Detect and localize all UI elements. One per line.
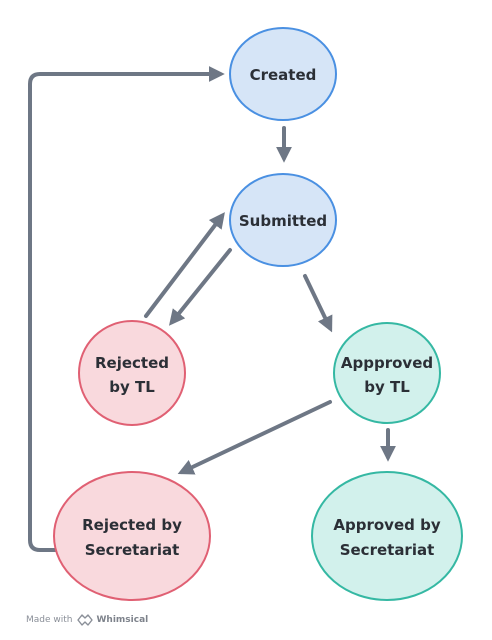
whimsical-brand-text: Whimsical bbox=[96, 615, 149, 625]
node-rejected-by-tl-label-line1: Rejected bbox=[95, 354, 169, 372]
node-submitted-shape bbox=[229, 173, 337, 267]
node-rejected-by-tl[interactable]: Rejected by TL bbox=[78, 320, 186, 426]
node-approved-by-secretariat-label-line1: Approved by bbox=[333, 516, 440, 534]
node-approved-by-tl-label-line1: Appproved bbox=[341, 354, 433, 372]
arrow-approved-tl-to-rejected-sec bbox=[177, 400, 332, 475]
node-approved-by-tl-label-line2: by TL bbox=[364, 378, 410, 396]
made-with-whimsical-footer[interactable]: Made with Whimsical bbox=[26, 612, 148, 628]
node-approved-by-secretariat-label-line2: Secretariat bbox=[340, 541, 435, 559]
node-approved-by-tl-shape bbox=[333, 322, 441, 424]
connectors bbox=[28, 66, 396, 552]
arrow-submitted-to-rejected-tl bbox=[168, 248, 232, 326]
node-rejected-by-tl-label-line2: by TL bbox=[109, 378, 155, 396]
whimsical-logo-icon bbox=[76, 614, 93, 626]
node-created-shape bbox=[229, 27, 337, 121]
node-rejected-by-secretariat[interactable]: Rejected by Secretariat bbox=[53, 471, 211, 601]
node-approved-by-secretariat[interactable]: Approved by Secretariat bbox=[311, 471, 463, 601]
node-rejected-by-secretariat-shape bbox=[53, 471, 211, 601]
arrow-submitted-to-approved-tl bbox=[303, 274, 333, 333]
arrow-rejected-sec-to-created bbox=[28, 66, 225, 552]
node-created-label: Created bbox=[250, 66, 317, 84]
node-submitted[interactable]: Submitted bbox=[229, 173, 337, 267]
node-approved-by-secretariat-shape bbox=[311, 471, 463, 601]
node-submitted-label: Submitted bbox=[239, 212, 327, 230]
node-rejected-by-secretariat-label-line1: Rejected by bbox=[82, 516, 182, 534]
node-rejected-by-tl-shape bbox=[78, 320, 186, 426]
arrow-rejected-tl-to-submitted bbox=[144, 212, 225, 318]
made-with-text: Made with bbox=[26, 615, 73, 625]
node-created[interactable]: Created bbox=[229, 27, 337, 121]
node-rejected-by-secretariat-label-line2: Secretariat bbox=[85, 541, 180, 559]
node-approved-by-tl[interactable]: Appproved by TL bbox=[333, 322, 441, 424]
